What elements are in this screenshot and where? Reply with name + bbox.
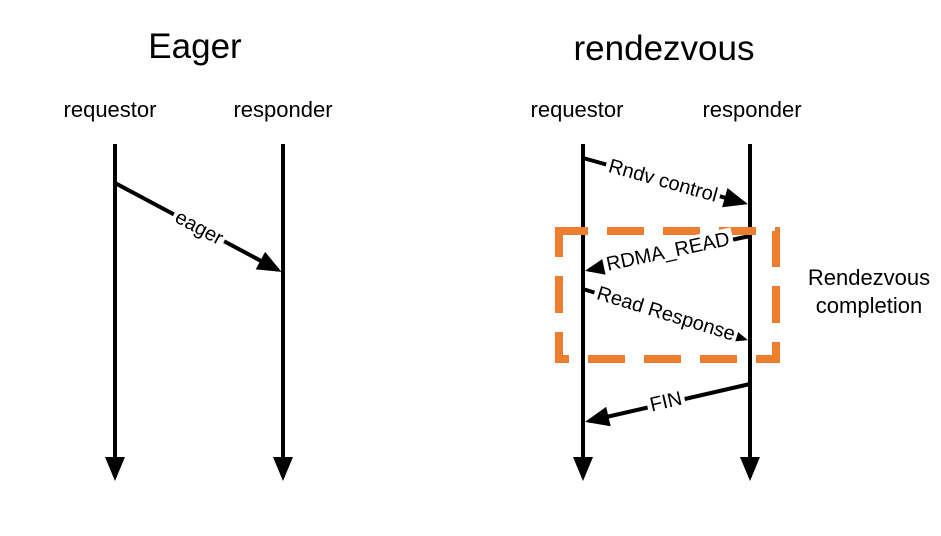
rendezvous-title: rendezvous bbox=[573, 29, 755, 68]
completion-annotation: Rendezvous completion bbox=[807, 265, 931, 319]
participant-label-rndv-requestor: requestor bbox=[530, 97, 624, 122]
eager-title: Eager bbox=[148, 27, 242, 66]
completion-highlight-box bbox=[555, 227, 780, 363]
participant-label-eager-responder: responder bbox=[233, 97, 333, 122]
participant-label-rndv-responder: responder bbox=[702, 97, 802, 122]
participant-label-eager-requestor: requestor bbox=[63, 97, 157, 122]
